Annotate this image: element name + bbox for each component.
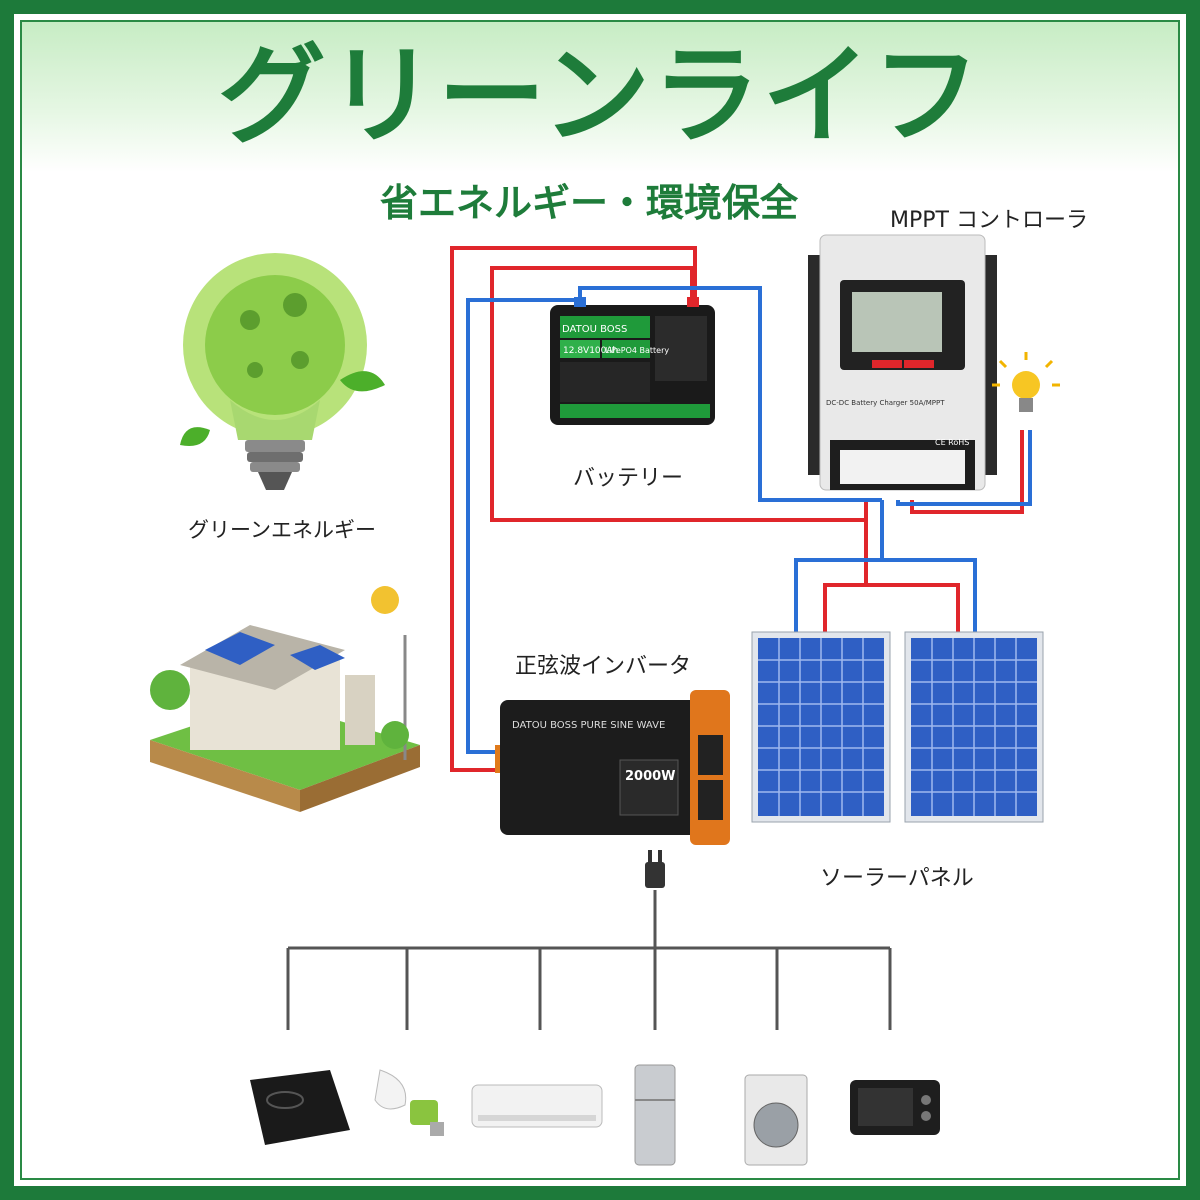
battery-type: LiFePO4 Battery — [605, 346, 669, 355]
cfl-bulb-icon — [374, 1069, 444, 1136]
mppt-controller-icon: DC-DC Battery Charger 50A/MPPT CE RoHS — [808, 234, 997, 491]
solar-panel-label: ソーラーパネル — [820, 866, 974, 891]
blue-wire-lamp — [896, 430, 1032, 506]
inverter-watt: 2000W — [625, 769, 676, 784]
blue-wire-solar — [794, 500, 977, 632]
page-subtitle: 省エネルギー・環境保全 — [380, 181, 799, 225]
solar-panel-left — [751, 631, 891, 823]
battery-spec: 12.8V100Ah — [563, 346, 618, 356]
page-title: グリーンライフ — [217, 34, 983, 159]
ac-cord — [286, 890, 892, 1030]
microwave-oven-icon — [850, 1080, 940, 1135]
controller-cert: CE RoHS — [935, 438, 969, 447]
washing-machine-icon — [744, 1074, 808, 1166]
red-wire-solar — [823, 500, 960, 632]
induction-cooker-icon — [250, 1070, 350, 1145]
battery-label: バッテリー — [573, 466, 684, 491]
plug-icon — [645, 850, 665, 888]
controller-model: DC-DC Battery Charger 50A/MPPT — [826, 399, 945, 407]
green-energy-bulb-icon — [180, 253, 385, 490]
inner-frame — [20, 20, 1180, 1180]
battery-icon: DATOU BOSS 12.8V100Ah LiFePO4 Battery — [550, 297, 715, 425]
red-wire-battery-inverter — [450, 246, 697, 772]
battery-brand: DATOU BOSS — [562, 324, 627, 335]
inverter-icon: DATOU BOSS PURE SINE WAVE 2000W — [495, 690, 730, 845]
inverter-brand: DATOU BOSS PURE SINE WAVE — [512, 720, 665, 731]
house-icon — [150, 586, 420, 812]
green-energy-label: グリーンエネルギー — [188, 518, 376, 542]
blue-wire-battery-controller — [578, 286, 882, 502]
header-banner — [22, 22, 1178, 172]
wire-group — [286, 246, 1032, 1030]
solar-panel-right — [904, 631, 1044, 823]
inverter-label: 正弦波インバータ — [515, 654, 692, 679]
blue-wire-battery-inverter — [466, 298, 580, 754]
refrigerator-icon — [634, 1064, 676, 1166]
lamp-bulb-icon — [992, 352, 1060, 412]
air-conditioner-icon — [471, 1084, 603, 1128]
mppt-label: MPPT コントローラ — [890, 208, 1088, 233]
